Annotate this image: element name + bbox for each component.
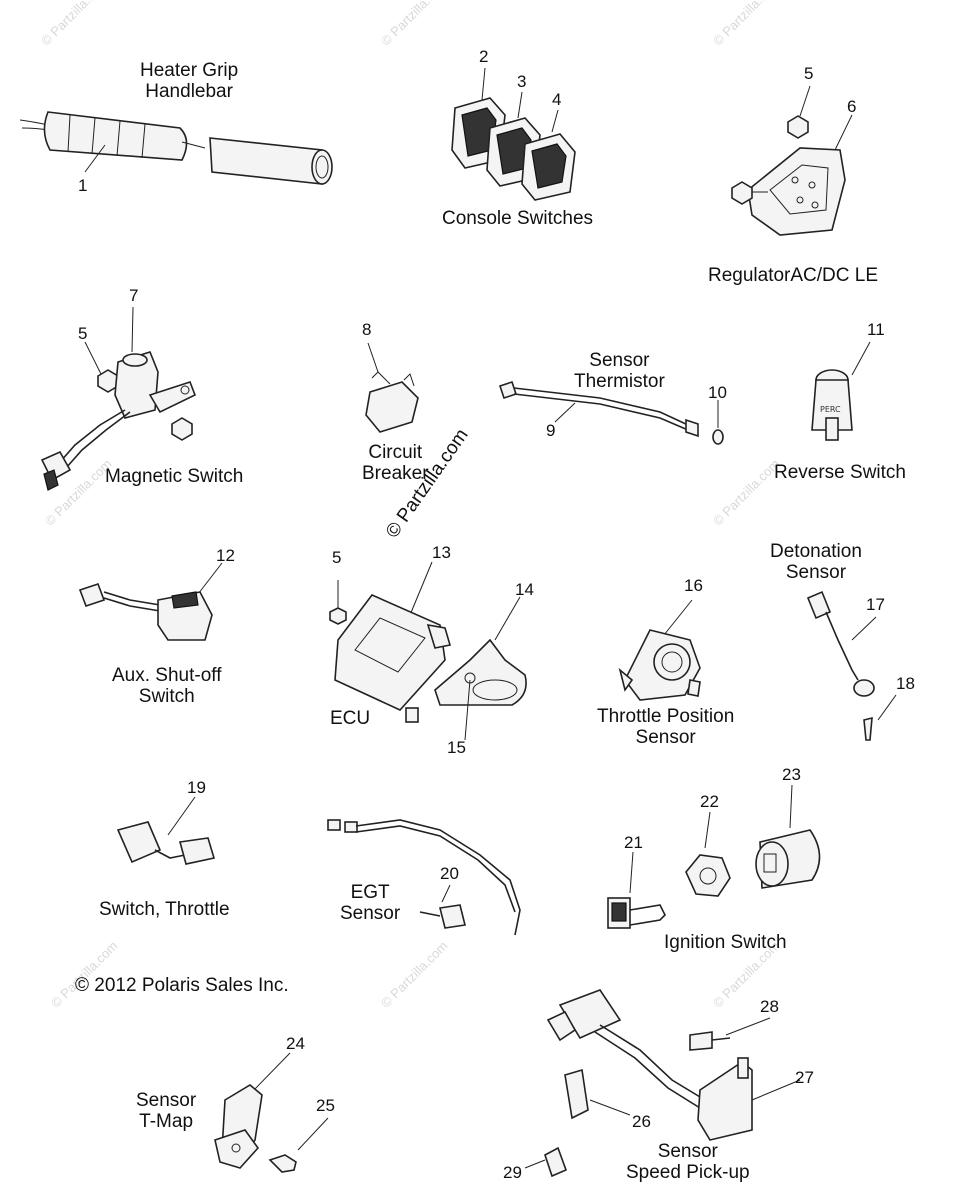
label-ecu: ECU [330, 708, 371, 729]
callout-number: 22 [700, 792, 719, 811]
callout-number: 25 [316, 1096, 335, 1115]
callout-number: 21 [624, 833, 643, 852]
callout-number: 12 [216, 546, 235, 565]
callout-number: 5 [78, 324, 88, 343]
callout-number: 24 [286, 1034, 305, 1053]
magnetic-switch-drawing [40, 306, 197, 491]
label-tmap: Sensor T-Map [136, 1090, 197, 1132]
label-egt: EGT Sensor [340, 882, 401, 924]
circuit-breaker-drawing [365, 342, 419, 433]
label-throttle-position: Throttle Position Sensor [597, 706, 735, 748]
ecu-drawing [329, 561, 527, 741]
callout-number: 5 [332, 548, 342, 567]
label-aux-shutoff: Aux. Shut-off Switch [112, 665, 222, 707]
label-circuit-breaker: Circuit Breaker [362, 442, 429, 484]
label-heater-grip: Heater Grip Handlebar [140, 60, 239, 102]
label-magnetic-switch: Magnetic Switch [105, 466, 244, 487]
label-regulator: RegulatorAC/DC LE [708, 265, 879, 286]
callout-number: 7 [129, 286, 139, 305]
callout-number: 9 [546, 421, 556, 440]
copyright-notice: © 2012 Polaris Sales Inc. [75, 975, 289, 996]
callout-number: 3 [517, 72, 527, 91]
callout-number: 14 [515, 580, 534, 599]
callout-number: 17 [866, 595, 885, 614]
speed-pickup-drawing [524, 989, 801, 1178]
callout-number: 6 [847, 97, 857, 116]
callout-number: 29 [503, 1163, 522, 1182]
callout-number: 15 [447, 738, 466, 757]
console-switches-drawing [451, 67, 576, 201]
callout-number: 26 [632, 1112, 651, 1131]
throttle-position-drawing [618, 599, 701, 701]
heater-grip-drawing [19, 111, 333, 185]
aux-shutoff-drawing [78, 562, 223, 641]
callout-number: 4 [552, 90, 562, 109]
callout-number: 2 [479, 47, 489, 66]
ignition-drawing [607, 784, 821, 929]
callout-number: 27 [795, 1068, 814, 1087]
thermistor-drawing [498, 380, 724, 445]
label-speed-pickup: Sensor Speed Pick-up [626, 1141, 750, 1183]
switch-throttle-drawing [116, 796, 216, 865]
egt-drawing [327, 819, 521, 936]
callout-number: 28 [760, 997, 779, 1016]
callout-number: 19 [187, 778, 206, 797]
callout-number: 8 [362, 320, 372, 339]
callout-number: 13 [432, 543, 451, 562]
tmap-drawing [214, 1052, 329, 1173]
label-detonation: Detonation Sensor [770, 541, 862, 583]
callout-number: 18 [896, 674, 915, 693]
label-reverse-switch: Reverse Switch [774, 462, 906, 483]
label-console-switches: Console Switches [442, 208, 594, 229]
callout-number: 23 [782, 765, 801, 784]
label-sensor-thermistor: Sensor Thermistor [574, 350, 665, 392]
detonation-drawing [806, 590, 897, 741]
callout-number: 20 [440, 864, 459, 883]
svg-text:PERC: PERC [820, 405, 841, 414]
callout-number: 11 [867, 320, 885, 339]
reverse-switch-drawing: PERC [811, 341, 871, 441]
label-ignition: Ignition Switch [664, 932, 787, 953]
label-switch-throttle: Switch, Throttle [99, 899, 230, 920]
callout-number: 1 [78, 176, 88, 195]
regulator-drawing [731, 85, 853, 236]
callout-number: 16 [684, 576, 703, 595]
callout-number: 10 [708, 383, 727, 402]
callout-number: 5 [804, 64, 814, 83]
